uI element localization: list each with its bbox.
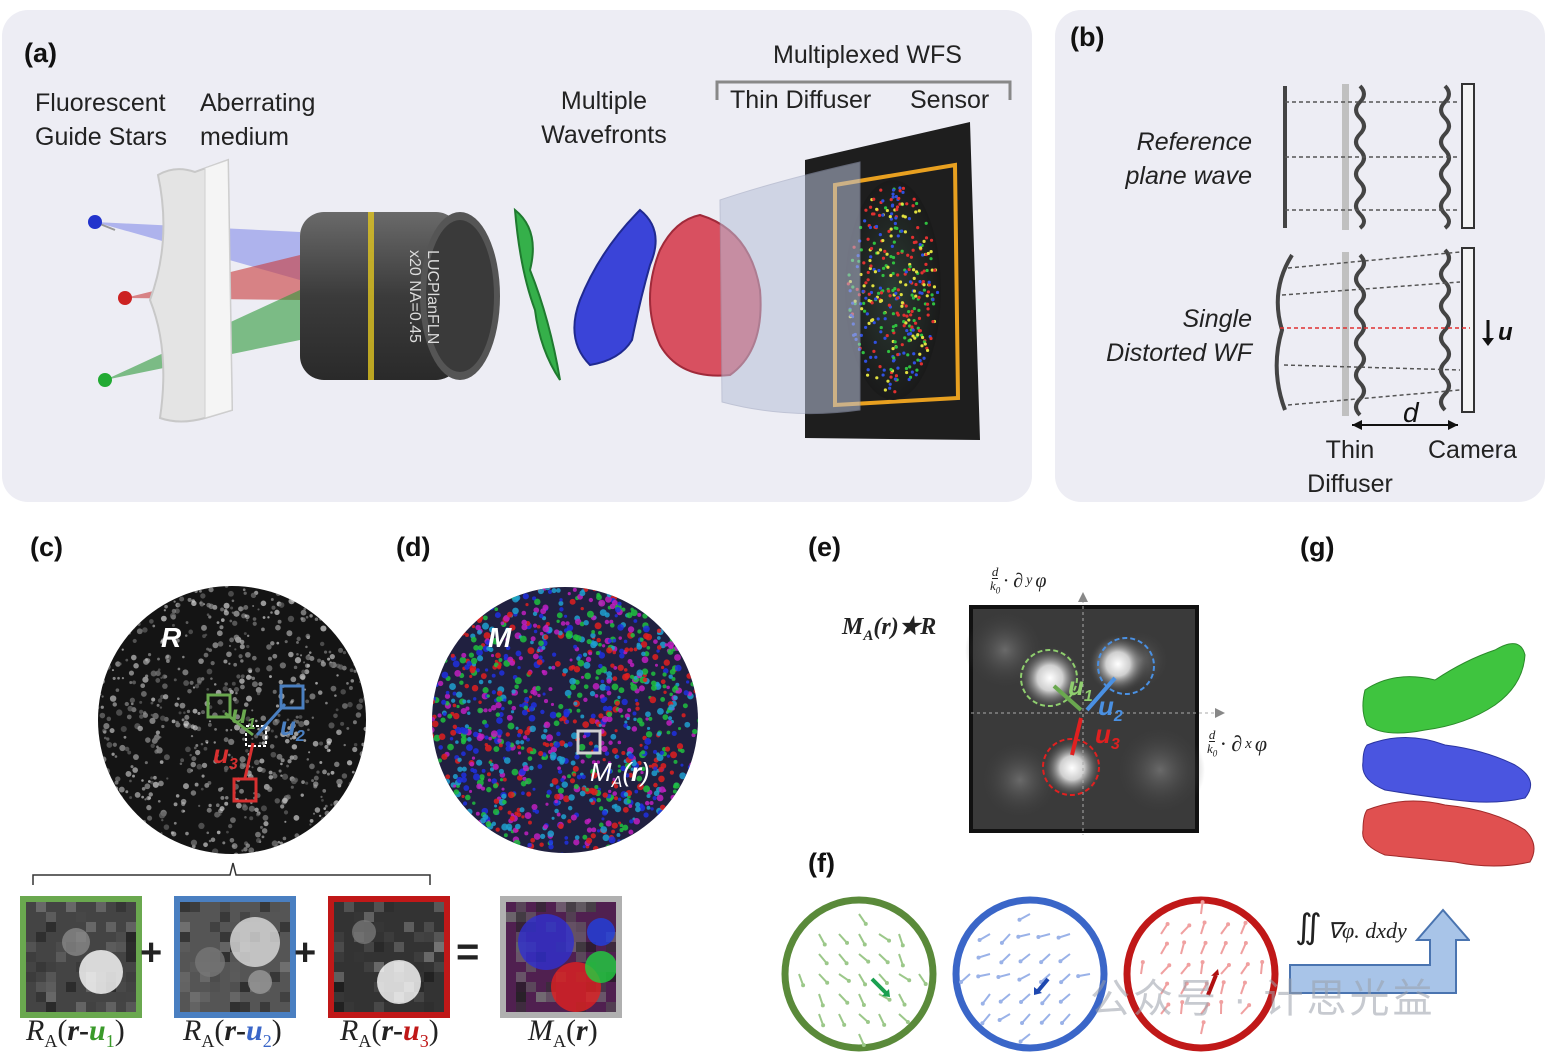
distorted-line2: Distorted WF [1106,339,1252,367]
blue-wavefront [573,208,657,367]
panel-b-diagram: u d [1274,83,1513,430]
aberrating-line1: Aberrating [200,89,316,117]
blue-star [88,215,102,229]
guide-stars [88,215,132,387]
guide-stars-label: Fluorescent Guide Stars [35,86,167,154]
watermark: 公众号 · 计思光益 [1090,977,1436,1021]
guide-stars-line1: Fluorescent [35,89,166,117]
distorted-line1: Single [1182,305,1253,333]
equals-sign: = [456,930,480,974]
thin-diffuser-b-line2: Diffuser [1307,470,1393,498]
panel-c-brace [32,862,431,885]
red-star [118,291,132,305]
wavefronts-label: Multiple Wavefronts [538,84,670,152]
panel-g-label: (g) [1300,532,1335,562]
panel-a-label: (a) [24,38,57,68]
wfs-bracket [715,80,1012,100]
R-label: R [161,622,182,653]
panel-f-gradient-fields [781,896,1279,1052]
green-star [98,373,112,387]
wavefronts-line2: Wavefronts [541,121,667,149]
patch-green [20,896,142,1018]
reference-line1: Reference [1136,128,1252,156]
e-u1: u1 [1068,671,1093,705]
panel-e-label: (e) [808,532,841,562]
objective-text-2: x20 NA=0.45 [406,250,423,343]
M-label: M [488,622,512,653]
caption-ra-u1: RA(r-u1) [26,1014,125,1051]
caption-ma: MA(r) [528,1014,598,1051]
thin-diffuser-sheet [719,161,861,415]
patch-blue [174,896,296,1018]
patch-combined [500,896,622,1018]
wavefronts-line1: Multiple [560,87,648,115]
u-label-b: u [1498,319,1513,346]
e-u2: u2 [1098,691,1123,725]
c-u3: u3 [213,739,238,773]
d-label: d [1403,397,1420,428]
objective-text-1: LUCPlanFLN [424,250,441,344]
panel-b-label: (b) [1070,22,1105,52]
thin-diffuser-label-a: Thin Diffuser [730,86,872,114]
green-surface [1362,643,1526,734]
plus-sign-2: + [294,932,317,974]
aberrating-line2: medium [200,123,289,151]
distorted-label: Single Distorted WF [1090,302,1252,370]
panel-a-illustration: LUCPlanFLN x20 NA=0.45 [88,80,1012,440]
caption-ra-u3: RA(r-u3) [340,1014,439,1051]
thin-diffuser-label-b: Thin Diffuser [1305,433,1395,501]
reference-line2: plane wave [1125,162,1252,190]
panel-d-speckle: M MA(r) [432,587,698,853]
panel-g-surfaces [1362,643,1535,867]
sensor-label: Sensor [910,86,990,114]
camera-label: Camera [1428,436,1517,464]
guide-stars-line2: Guide Stars [35,123,168,151]
panel-c-label: (c) [30,532,63,562]
panel-e-title: MA(r)★R [842,614,937,644]
red-surface [1362,800,1535,867]
thin-diffuser-b-line1: Thin [1325,436,1375,464]
reference-label: Reference plane wave [1100,125,1252,193]
objective-lens: LUCPlanFLN x20 NA=0.45 [300,212,500,380]
patch-red [328,896,450,1018]
panel-f-label: (f) [808,848,835,878]
panel-d-label: (d) [396,532,431,562]
c-u2: u2 [280,711,305,745]
aberrating-label: Aberrating medium [200,86,315,154]
blue-surface [1362,737,1532,803]
c-u1: u1 [231,699,256,733]
wfs-title: Multiplexed WFS [773,41,962,69]
integral-formula: ∬ ∇φ. dxdy [1295,909,1407,946]
plus-sign-1: + [140,932,163,974]
caption-ra-u2: RA(r-u2) [183,1014,282,1051]
MA-label-d: MA(r) [590,757,650,791]
integration-arrow [1289,908,1470,994]
panel-c-speckle: R u1 u2 u3 [98,586,366,854]
green-wavefront [513,207,561,381]
panel-e-correlation: u1 u2 u3 [965,592,1225,835]
e-u3: u3 [1095,719,1120,753]
